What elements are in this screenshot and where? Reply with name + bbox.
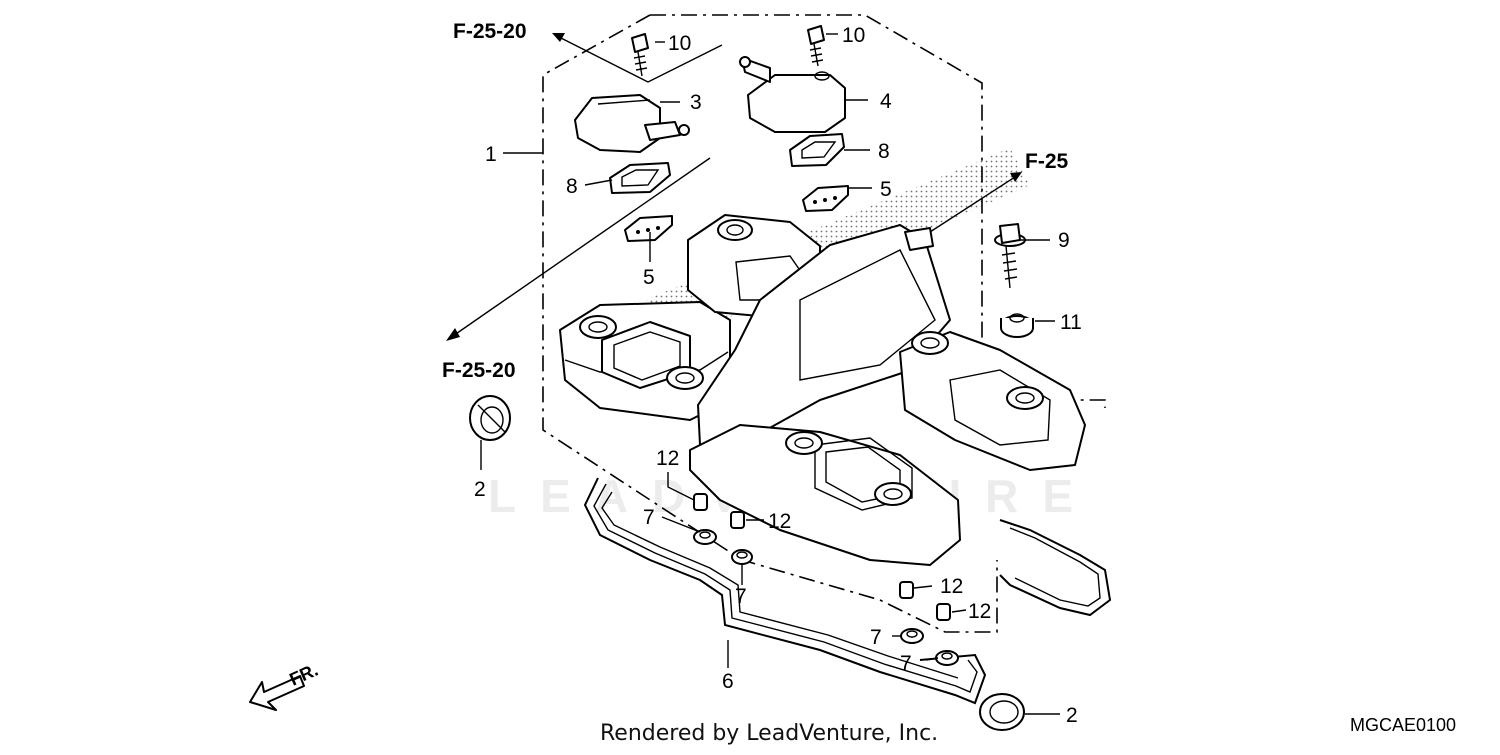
assembly-outline-bottom xyxy=(542,14,998,633)
breather-valve-left xyxy=(574,94,690,153)
callout-8-left: 8 xyxy=(566,175,578,198)
callout-2-left: 2 xyxy=(474,478,486,501)
callout-7a: 7 xyxy=(643,506,655,529)
front-arrow-icon xyxy=(249,675,305,711)
assembly-outline-top xyxy=(650,14,1106,408)
callout-5-left: 5 xyxy=(643,266,655,289)
callout-3: 3 xyxy=(690,91,702,114)
dowel-12a xyxy=(693,493,708,511)
front-label: FR. xyxy=(286,660,321,690)
callout-1: 1 xyxy=(485,143,497,166)
leader-lines xyxy=(446,33,1060,715)
gasket-right xyxy=(789,133,845,167)
callout-12b: 12 xyxy=(768,510,791,533)
reed-plate-left xyxy=(624,215,673,242)
rubber-7b xyxy=(731,549,753,565)
callout-7d: 7 xyxy=(900,652,912,675)
reed-plate-right xyxy=(802,185,849,212)
callout-11: 11 xyxy=(1060,311,1082,334)
rubber-7c xyxy=(900,628,924,644)
dowel-12d xyxy=(936,603,951,621)
gasket-left xyxy=(609,162,671,194)
callout-5-right: 5 xyxy=(880,178,892,201)
callout-9: 9 xyxy=(1058,229,1070,252)
rubber-7a xyxy=(693,529,717,545)
callout-10-right: 10 xyxy=(842,24,865,47)
cap-right xyxy=(979,693,1025,731)
rubber-7d xyxy=(935,650,959,666)
ref-label-left: F-25-20 xyxy=(442,359,516,382)
washer xyxy=(1000,313,1034,338)
callout-4: 4 xyxy=(880,90,892,113)
callout-8-right: 8 xyxy=(878,140,890,163)
callout-labels: 1 2 2 3 4 5 5 6 7 7 7 7 8 8 9 10 10 11 1… xyxy=(474,24,1082,727)
bolt-right xyxy=(807,25,825,67)
head-cover-gasket xyxy=(583,477,1112,705)
cylinder-head-cover xyxy=(559,214,1086,566)
callout-12d: 12 xyxy=(968,600,991,623)
dowel-12c xyxy=(899,581,914,599)
callout-12a: 12 xyxy=(656,447,679,470)
render-credit: Rendered by LeadVenture, Inc. xyxy=(600,721,938,746)
callout-7b: 7 xyxy=(735,585,747,608)
ref-label-top: F-25-20 xyxy=(453,20,527,43)
callout-2-right: 2 xyxy=(1066,704,1078,727)
callout-10-left: 10 xyxy=(668,32,691,55)
dowel-12b xyxy=(730,511,745,529)
callout-6: 6 xyxy=(722,670,734,693)
diagram-code: MGCAE0100 xyxy=(1350,715,1456,735)
cap-left xyxy=(469,395,511,441)
callout-12c: 12 xyxy=(940,575,963,598)
bolt-with-washer xyxy=(994,223,1026,289)
breather-valve-right xyxy=(739,56,846,133)
ref-label-right: F-25 xyxy=(1025,150,1069,173)
bolt-left xyxy=(631,33,649,77)
callout-7c: 7 xyxy=(870,626,882,649)
